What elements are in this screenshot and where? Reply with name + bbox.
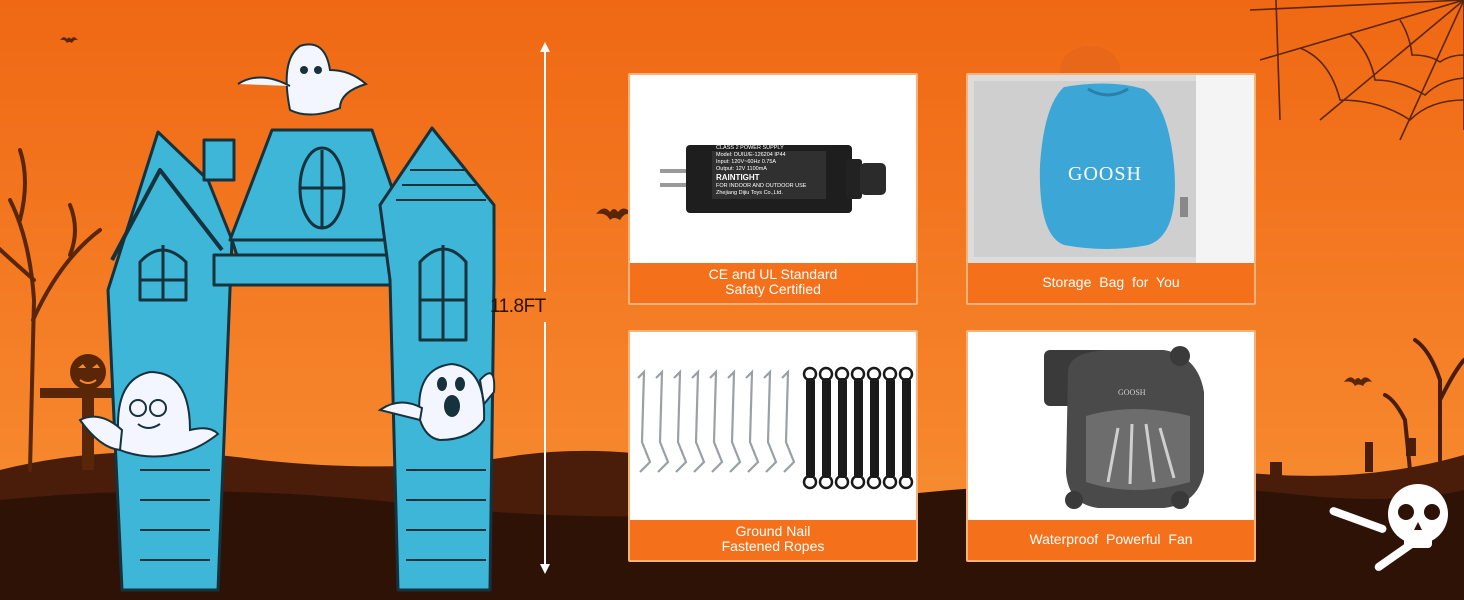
feature-line-1: Ground Nail: [735, 523, 811, 539]
ghost-right-icon: [377, 362, 496, 442]
feature-caption: Waterproof Powerful Fan: [968, 518, 1254, 560]
psu-maker: Zhejiang Dijiu Toys Co.,Ltd.: [716, 190, 783, 196]
ground-nails-icon: [637, 366, 914, 490]
bat-icon: [60, 37, 1372, 386]
feature-line-1: Storage Bag for You: [1042, 273, 1180, 290]
psu-model: Model: DUIU/E-126204 IP44: [716, 152, 786, 158]
fan-photo: GOOSH: [968, 332, 1254, 520]
psu-raintight: RAINTIGHT: [716, 173, 760, 182]
power-supply-photo: CLASS 2 POWER SUPPLY Model: DUIU/E-12620…: [630, 75, 916, 263]
height-arrow-icon: [540, 42, 550, 574]
psu-title: CLASS 2 POWER SUPPLY: [716, 145, 784, 151]
feature-caption: Storage Bag for You: [968, 261, 1254, 303]
feature-line-2: Safaty Certified: [725, 281, 821, 297]
tree-left-icon: [0, 148, 102, 472]
skull-icon: [1329, 484, 1448, 571]
psu-output: Output: 12V 1100mA: [716, 166, 767, 172]
ground-nails-photo: [630, 332, 916, 520]
psu-input: Input: 120V~60Hz 0.75A: [716, 159, 777, 165]
feature-line-2: Fastened Ropes: [721, 538, 825, 554]
ghost-top-icon: [237, 43, 369, 116]
storage-bag-photo: GOOSH: [968, 75, 1254, 263]
feature-line-1: CE and UL Standard: [708, 266, 838, 282]
feature-card-ground-nails: Ground Nail Fastened Ropes: [628, 330, 918, 562]
fan-brand: GOOSH: [1118, 388, 1146, 397]
storage-bag-icon: [968, 75, 1254, 263]
ghost-left-icon: [78, 370, 220, 458]
feature-caption: Ground Nail Fastened Ropes: [630, 518, 916, 560]
feature-card-certified: CLASS 2 POWER SUPPLY Model: DUIU/E-12620…: [628, 73, 918, 305]
fan-icon: [1044, 346, 1204, 509]
feature-caption: CE and UL Standard Safaty Certified: [630, 261, 916, 303]
feature-line-1: Waterproof Powerful Fan: [1029, 530, 1193, 547]
spider-web-icon: [1249, 0, 1464, 141]
bag-brand: GOOSH: [1068, 163, 1142, 185]
power-supply-icon: [660, 145, 886, 213]
inflatable-arch-image: [106, 126, 496, 592]
feature-card-fan: GOOSH Waterproof Powerful Fan: [966, 330, 1256, 562]
height-label: 11.8FT: [490, 296, 546, 317]
psu-use: FOR INDOOR AND OUTDOOR USE: [716, 183, 807, 189]
feature-card-storage-bag: GOOSH Storage Bag for You: [966, 73, 1256, 305]
